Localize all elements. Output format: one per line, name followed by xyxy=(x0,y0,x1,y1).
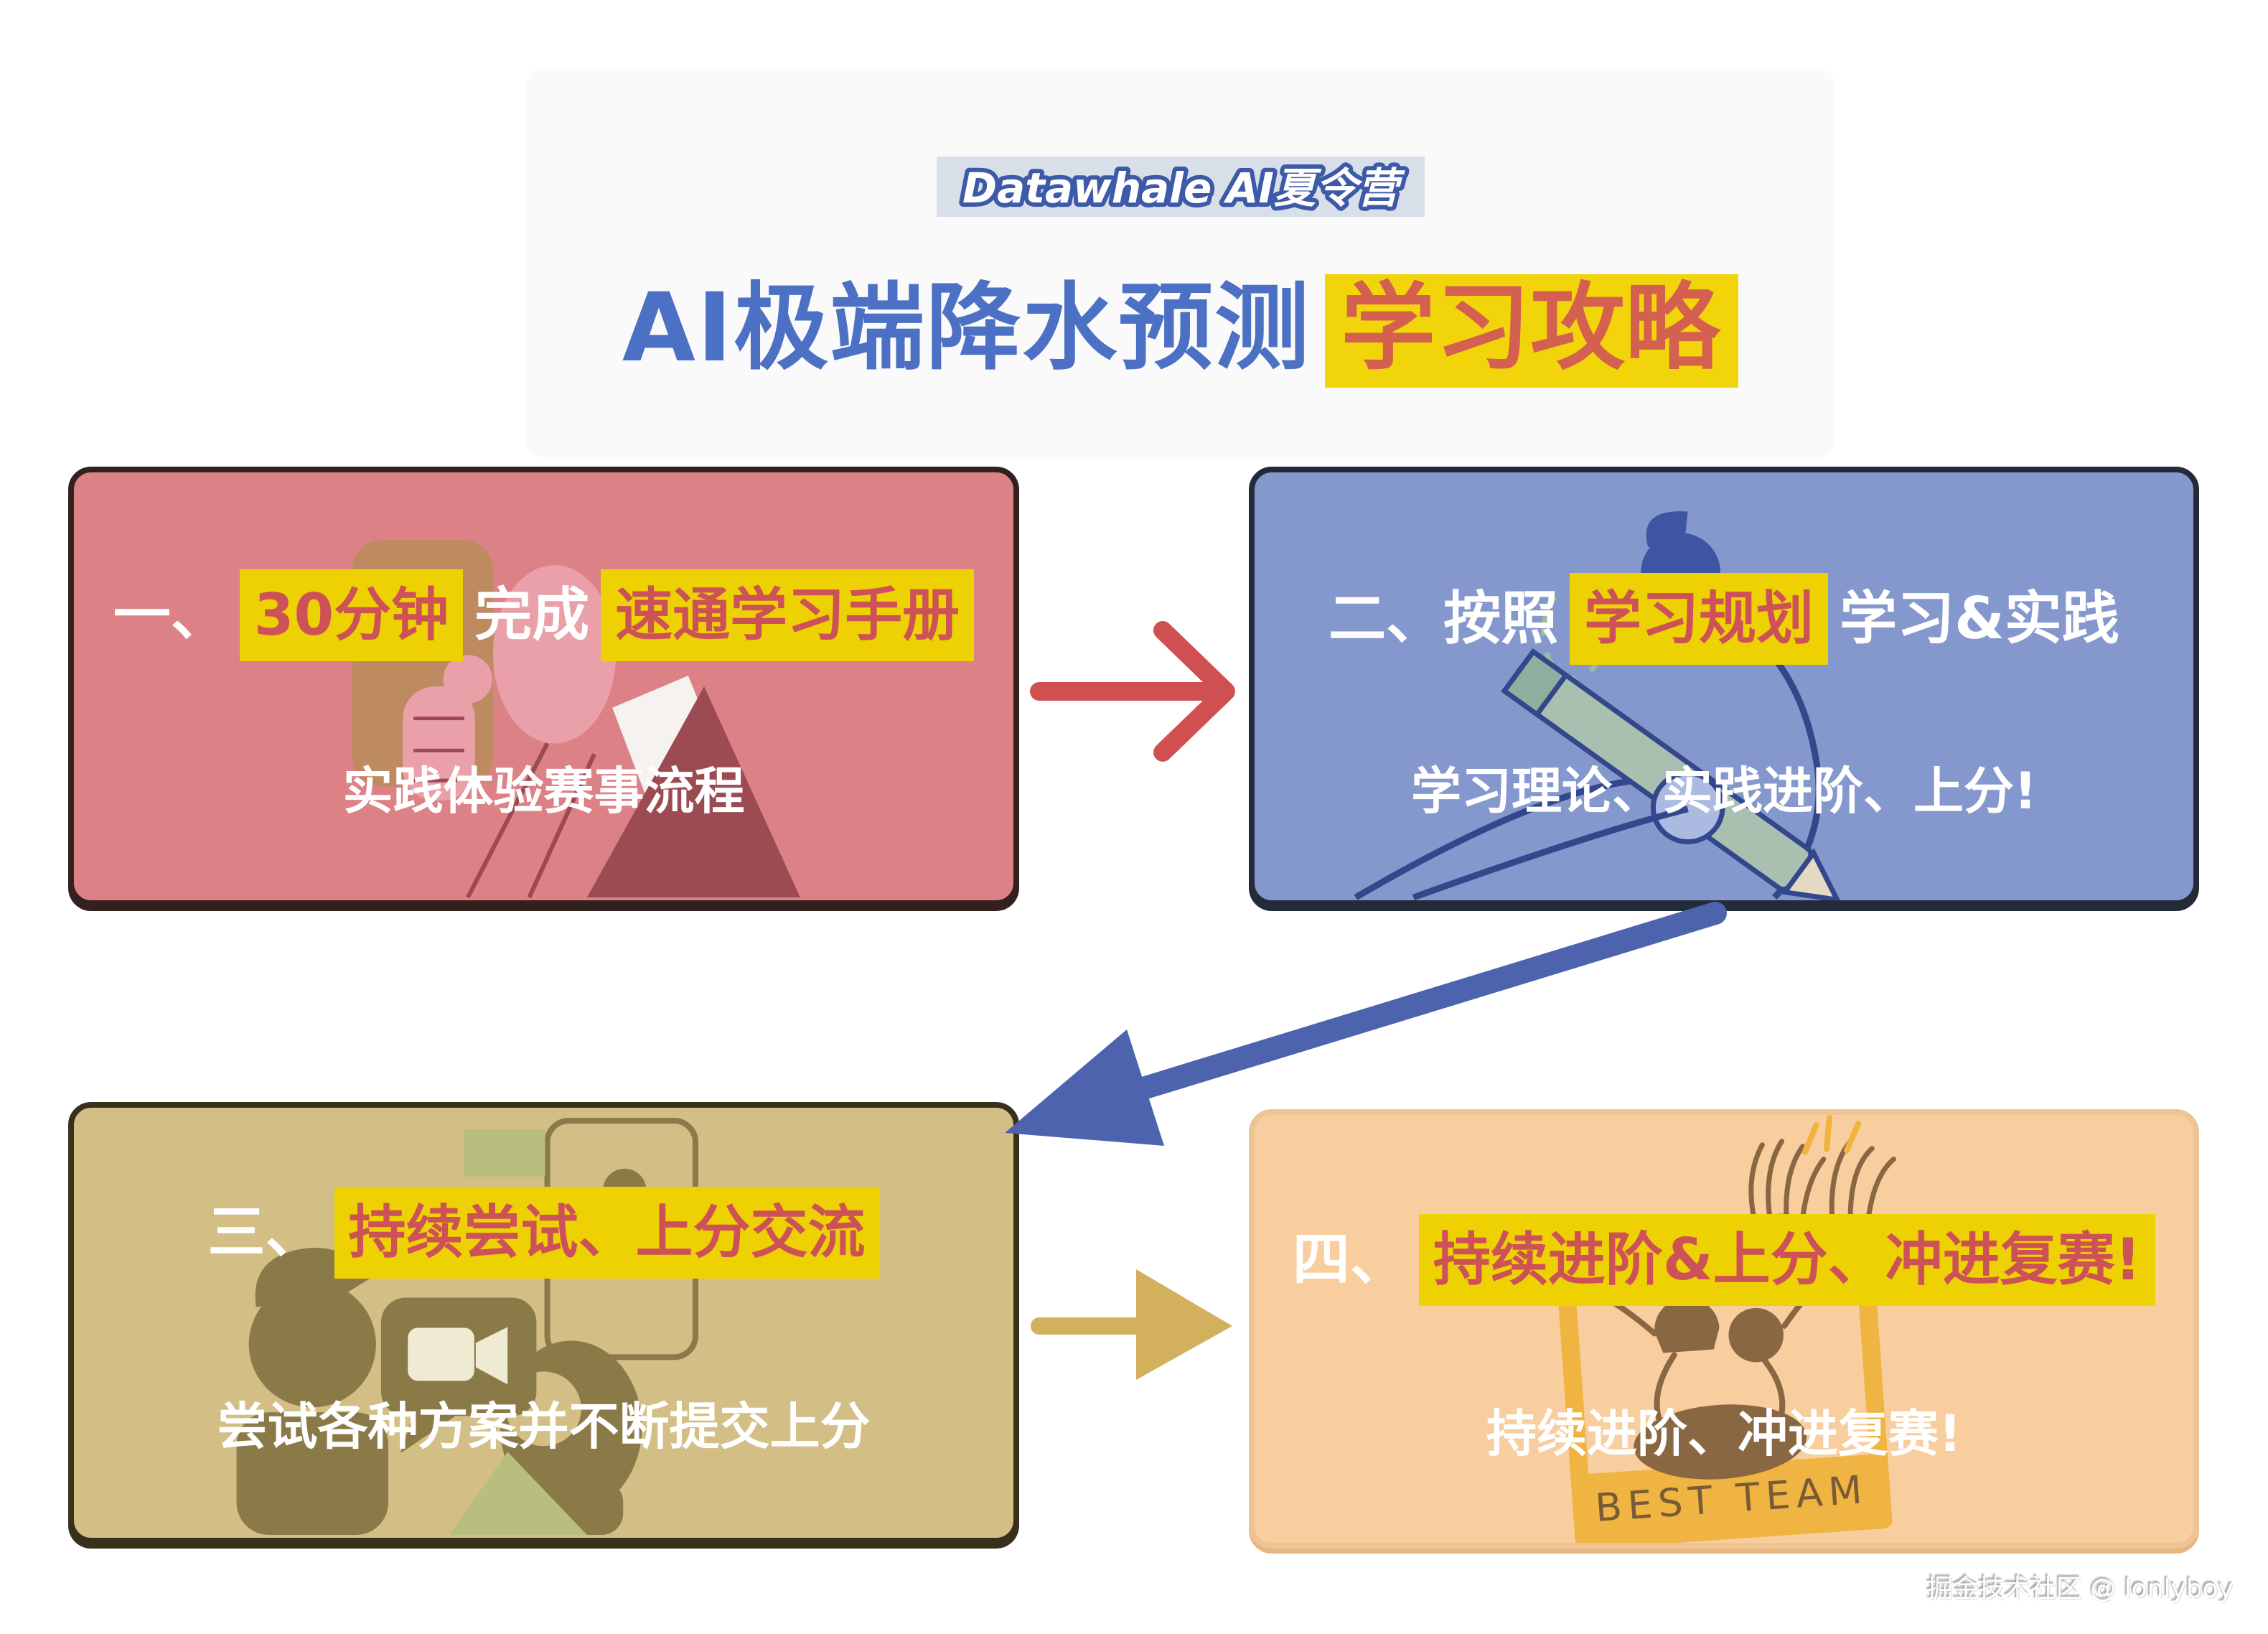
camp-badge: Datawhale AI夏令营 xyxy=(936,154,1425,223)
badge-background xyxy=(936,157,1425,217)
title-segment-highlight: 速通学习手册 xyxy=(601,569,975,661)
step-card-4: BEST TEAM 四、持续进阶&上分、冲进复赛! 持续进阶、冲进复赛! xyxy=(1249,1109,2199,1549)
title-segment-highlight: 持续尝试、上分交流 xyxy=(334,1187,880,1279)
step-card-1: 一、30分钟完成速通学习手册 实践体验赛事流程 xyxy=(68,467,1019,906)
step-4-title: 四、持续进阶&上分、冲进复赛! xyxy=(1255,1214,2193,1306)
pencil-person-illustration xyxy=(1354,511,1842,900)
title-segment: 四、 xyxy=(1292,1226,1407,1293)
title-segment-highlight: 学习规划 xyxy=(1570,573,1829,665)
step-card-3: 三、持续尝试、上分交流 尝试各种方案并不断提交上分 xyxy=(68,1102,1019,1544)
page-title-main: AI极端降水预测 xyxy=(622,273,1311,383)
title-segment: 一、 xyxy=(113,582,228,648)
step-1-title: 一、30分钟完成速通学习手册 xyxy=(74,569,1013,661)
title-segment: 二、按照 xyxy=(1329,585,1559,652)
title-segment-highlight: 30分钟 xyxy=(239,569,464,661)
thumbs-up-illustration xyxy=(352,540,800,899)
title-segment-highlight: 持续进阶&上分、冲进复赛! xyxy=(1418,1214,2156,1306)
step-1-subtitle: 实践体验赛事流程 xyxy=(342,762,745,821)
title-segment: 三、 xyxy=(207,1199,323,1266)
video-chat-illustration xyxy=(236,1117,698,1536)
page-title: AI极端降水预测学习攻略 xyxy=(526,274,1834,388)
step-4-subtitle: 持续进阶、冲进复赛! xyxy=(1486,1404,1962,1463)
camp-badge-graphic: Datawhale AI夏令营 xyxy=(936,157,1425,217)
title-segment: 完成 xyxy=(474,582,590,648)
step-3-title: 三、持续尝试、上分交流 xyxy=(74,1187,1013,1279)
step-3-subtitle: 尝试各种方案并不断提交上分 xyxy=(217,1397,871,1456)
page-title-highlight: 学习攻略 xyxy=(1325,274,1739,388)
step-card-2: 二、按照学习规划学习&实践 学习理论、实践进阶、上分! xyxy=(1249,467,2199,906)
arrow-step1-to-step2-icon xyxy=(1030,621,1235,762)
title-segment: 学习&实践 xyxy=(1840,585,2119,652)
camp-badge-text: Datawhale AI夏令营 xyxy=(962,164,1405,213)
best-team-photo-illustration: BEST TEAM xyxy=(1556,1115,1908,1543)
step-2-title: 二、按照学习规划学习&实践 xyxy=(1255,573,2193,665)
header-card: Datawhale AI夏令营 AI极端降水预测学习攻略 xyxy=(526,69,1834,457)
step-2-subtitle: 学习理论、实践进阶、上分! xyxy=(1411,762,2037,821)
arrow-step3-to-step4-icon xyxy=(1031,1269,1232,1380)
watermark: 掘金技术社区 @ lonlyboy xyxy=(1926,1574,2234,1604)
